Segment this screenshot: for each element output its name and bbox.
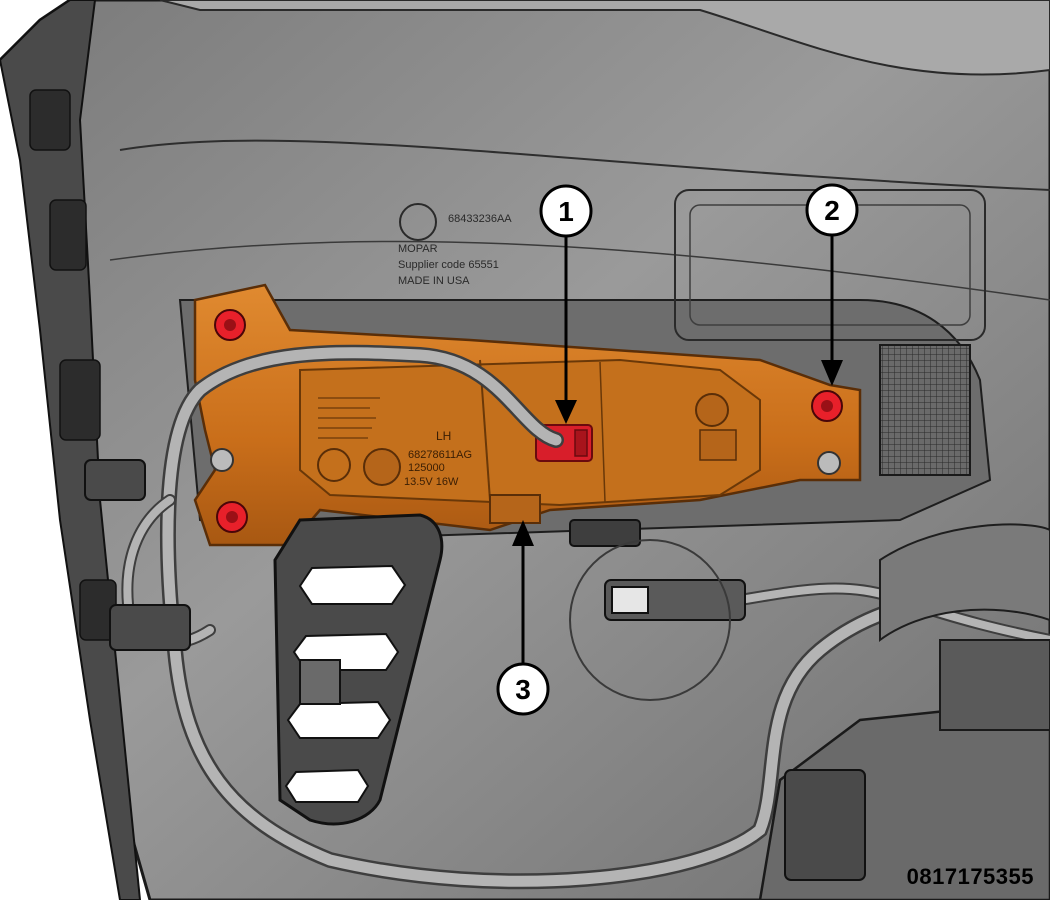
- mopar-brand-text: MOPAR: [398, 243, 438, 255]
- bracket-locator-right: [817, 451, 841, 475]
- callout-1-arrowhead: [555, 400, 577, 424]
- molded-boss-circle: [569, 539, 731, 701]
- callout-3-number: 3: [515, 674, 531, 705]
- bulb-connector-latch: [574, 429, 588, 457]
- bracket-fasteners: [210, 309, 843, 533]
- callout-3-bubble: [496, 662, 550, 716]
- callout-1: 1: [539, 184, 593, 424]
- harness-connector-upper-left: [84, 459, 146, 501]
- mopar-logo-icon: [399, 203, 437, 241]
- supplier-code-text: Supplier code 65551: [398, 259, 499, 271]
- lower-harness-boot: [784, 769, 866, 881]
- callout-2-number: 2: [824, 195, 840, 226]
- molded-markings: 68433236AA MOPAR Supplier code 65551 MAD…: [398, 203, 512, 287]
- lamp-housing-seam-2: [599, 361, 606, 503]
- bracket-locator-left: [210, 448, 234, 472]
- callout-2-arrowhead: [821, 360, 843, 386]
- origin-text: MADE IN USA: [398, 275, 470, 287]
- lamp-part-number: 68278611AG: [408, 449, 472, 461]
- callout-2: 2: [805, 183, 859, 386]
- callout-3: 3: [496, 520, 550, 716]
- left-flange-clips: [29, 89, 117, 641]
- lamp-side-text: LH: [436, 429, 451, 443]
- fascia-crease-lower: [109, 240, 1050, 301]
- lamp-rating-text: 13.5V 16W: [404, 476, 459, 488]
- fascia-crease: [119, 139, 1050, 191]
- harness-connector-left: [109, 604, 191, 651]
- mopar-part-number: 68433236AA: [448, 213, 512, 225]
- callout-1-number: 1: [558, 196, 574, 227]
- callout-1-bubble: [539, 184, 593, 238]
- harness-connectors: [84, 459, 746, 651]
- lamp-socket-icon: [363, 448, 401, 486]
- lamp-lens-boss: [695, 393, 729, 427]
- chrysler-emblem-icon: [317, 448, 351, 482]
- lamp-code-text: 125000: [408, 462, 445, 474]
- harness-clip-bracket: [569, 519, 641, 547]
- lower-lamp-ring: [879, 523, 1050, 642]
- callout-3-arrowhead: [512, 520, 534, 546]
- vent-retainer-clip: [299, 659, 341, 705]
- lamp-retaining-tab: [489, 494, 541, 524]
- fascia-upper-contour: [159, 0, 1050, 76]
- grille-mesh: [879, 344, 971, 476]
- callout-2-bubble: [805, 183, 859, 237]
- figure-id-code: 0817175355: [906, 864, 1034, 889]
- lamp-tab: [699, 429, 737, 461]
- left-flange: [0, 0, 142, 900]
- lamp-legend-lines: [318, 397, 380, 439]
- lower-lamp-block: [939, 639, 1050, 731]
